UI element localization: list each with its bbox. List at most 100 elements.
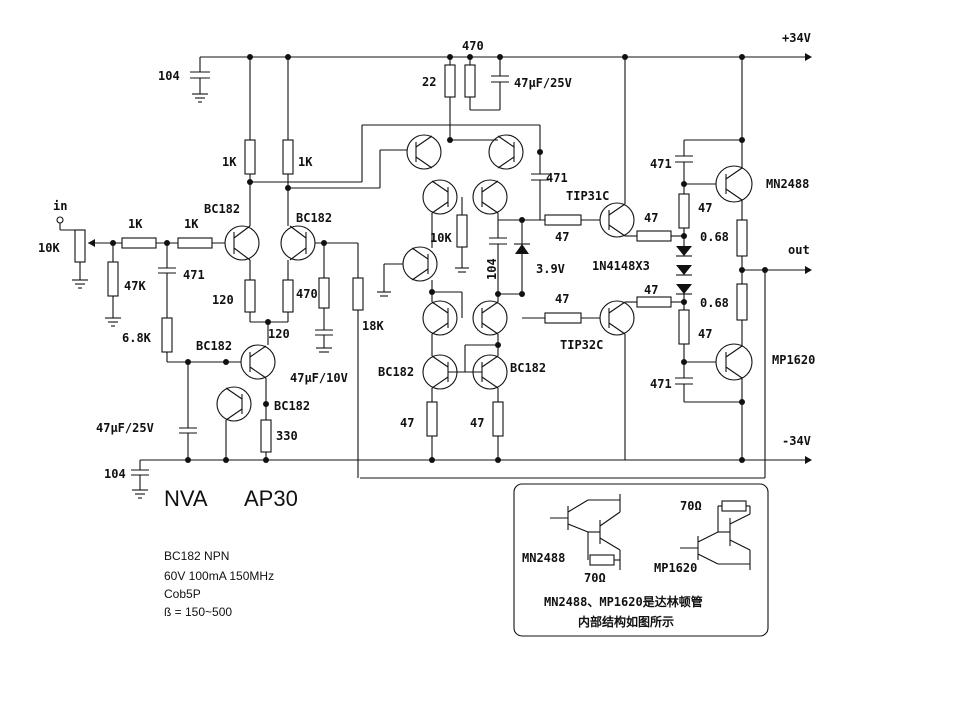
res-1k-in1 [121, 237, 157, 249]
res-6k8 [161, 317, 173, 353]
neg-rail-label: -34V [782, 434, 811, 448]
inset-mp-label: MP1620 [654, 561, 697, 575]
res-068-a-label: 0.68 [700, 230, 729, 244]
bc182-3-label: BC182 [196, 339, 232, 353]
transistor-bc182-5 [422, 354, 458, 390]
tip32c-label: TIP32C [560, 338, 603, 352]
res-1k-in2-label: 1K [184, 217, 199, 231]
cap-47u25-low-label: 47μF/25V [96, 421, 154, 435]
diode-string [676, 230, 692, 310]
zener-label: 3.9V [536, 262, 565, 276]
zener-diode [515, 244, 529, 254]
transistor-mp1620 [715, 343, 753, 381]
res-22-label: 22 [422, 75, 436, 89]
res-47-h-label: 47 [698, 327, 712, 341]
inset-r70b-label: 70Ω [680, 499, 702, 513]
res-47-g-label: 47 [698, 201, 712, 215]
res-47-b-label: 47 [555, 292, 569, 306]
res-47-h [678, 309, 690, 345]
res-47-e-label: 47 [400, 416, 414, 430]
transistor-bc182-2 [280, 225, 316, 261]
junction-dots [110, 54, 768, 463]
res-47-f-label: 47 [470, 416, 484, 430]
res-330 [260, 419, 272, 453]
inset-caption-2: 内部结构如图所示 [578, 614, 674, 629]
res-18k-label: 18K [362, 319, 384, 333]
res-470-mid [318, 277, 330, 309]
inset-mn-label: MN2488 [522, 551, 565, 565]
positive-rail [200, 53, 812, 61]
tip31c-label: TIP31C [566, 189, 609, 203]
res-470-top [464, 64, 476, 98]
input-terminal [56, 216, 64, 224]
bc182-2-label: BC182 [296, 211, 332, 225]
mn2488-label: MN2488 [766, 177, 809, 191]
res-068-b-label: 0.68 [700, 296, 729, 310]
inset-r70a-label: 70Ω [584, 571, 606, 585]
res-470-mid-label: 470 [296, 287, 318, 301]
cap-471-lo-label: 471 [650, 377, 672, 391]
res-120-b-label: 120 [268, 327, 290, 341]
transistor-q-low-left [422, 300, 458, 336]
diodes-label: 1N4148X3 [592, 259, 650, 273]
res-1k-a-label: 1K [222, 155, 237, 169]
res-47-a [544, 214, 582, 226]
bc182-1-label: BC182 [204, 202, 240, 216]
res-1k-a [244, 139, 256, 175]
transistor-q-vbe [402, 246, 438, 282]
res-470-top-label: 470 [462, 39, 484, 53]
res-47-d-label: 47 [644, 283, 658, 297]
pot-10k-label: 10K [38, 241, 60, 255]
bc182-5-label: BC182 [378, 365, 414, 379]
res-6k8-label: 6.8K [122, 331, 152, 345]
res-18k [352, 277, 364, 311]
output-label: out [788, 243, 810, 257]
res-47-c-label: 47 [644, 211, 658, 225]
res-47-b [544, 312, 582, 324]
transistor-q-mid-left [422, 179, 458, 215]
cap-104-top-label: 104 [158, 69, 180, 83]
title-brand: NVA [164, 486, 208, 511]
res-47k [107, 261, 119, 297]
transistor-tip31c [599, 202, 635, 238]
negative-rail [140, 456, 812, 464]
transistor-q-mid-right [472, 179, 508, 215]
transistor-bc182-3 [240, 344, 276, 380]
res-120-a-label: 120 [212, 293, 234, 307]
transistor-tip32c [599, 300, 635, 336]
res-1k-in2 [177, 237, 213, 249]
res-47-d [636, 296, 672, 308]
res-330-label: 330 [276, 429, 298, 443]
cap-471-in-label: 471 [183, 268, 205, 282]
mp1620-label: MP1620 [772, 353, 815, 367]
transistor-mn2488 [715, 165, 753, 203]
pos-rail-label: +34V [782, 31, 811, 45]
transistor-q-low-right [472, 300, 508, 336]
res-10k-mid-label: 10K [430, 231, 452, 245]
res-120-a [244, 279, 256, 313]
res-1k-in1-label: 1K [128, 217, 143, 231]
note-line-1: BC182 NPN [164, 549, 229, 563]
bc182-6-label: BC182 [510, 361, 546, 375]
res-068-a [736, 219, 748, 257]
res-22 [444, 64, 456, 98]
transistor-bc182-1 [224, 225, 260, 261]
cap-104-top [190, 57, 210, 103]
transistor-bc182-4 [216, 386, 252, 422]
cap-471-hi-label: 471 [650, 157, 672, 171]
res-47-e [426, 401, 438, 437]
inset-caption-1: MN2488、MP1620是达林顿管 [544, 594, 703, 609]
note-line-4: ß = 150~500 [164, 605, 232, 619]
note-line-2: 60V 100mA 150MHz [164, 569, 274, 583]
pot-10k [74, 229, 86, 263]
res-120-b [282, 279, 294, 313]
note-line-3: Cob5P [164, 587, 201, 601]
res-47-f [492, 401, 504, 437]
res-47k-label: 47K [124, 279, 146, 293]
res-1k-b-label: 1K [298, 155, 313, 169]
input-label: in [53, 199, 67, 213]
transistor-q-top-left [406, 134, 442, 170]
res-10k-mid [456, 214, 468, 248]
